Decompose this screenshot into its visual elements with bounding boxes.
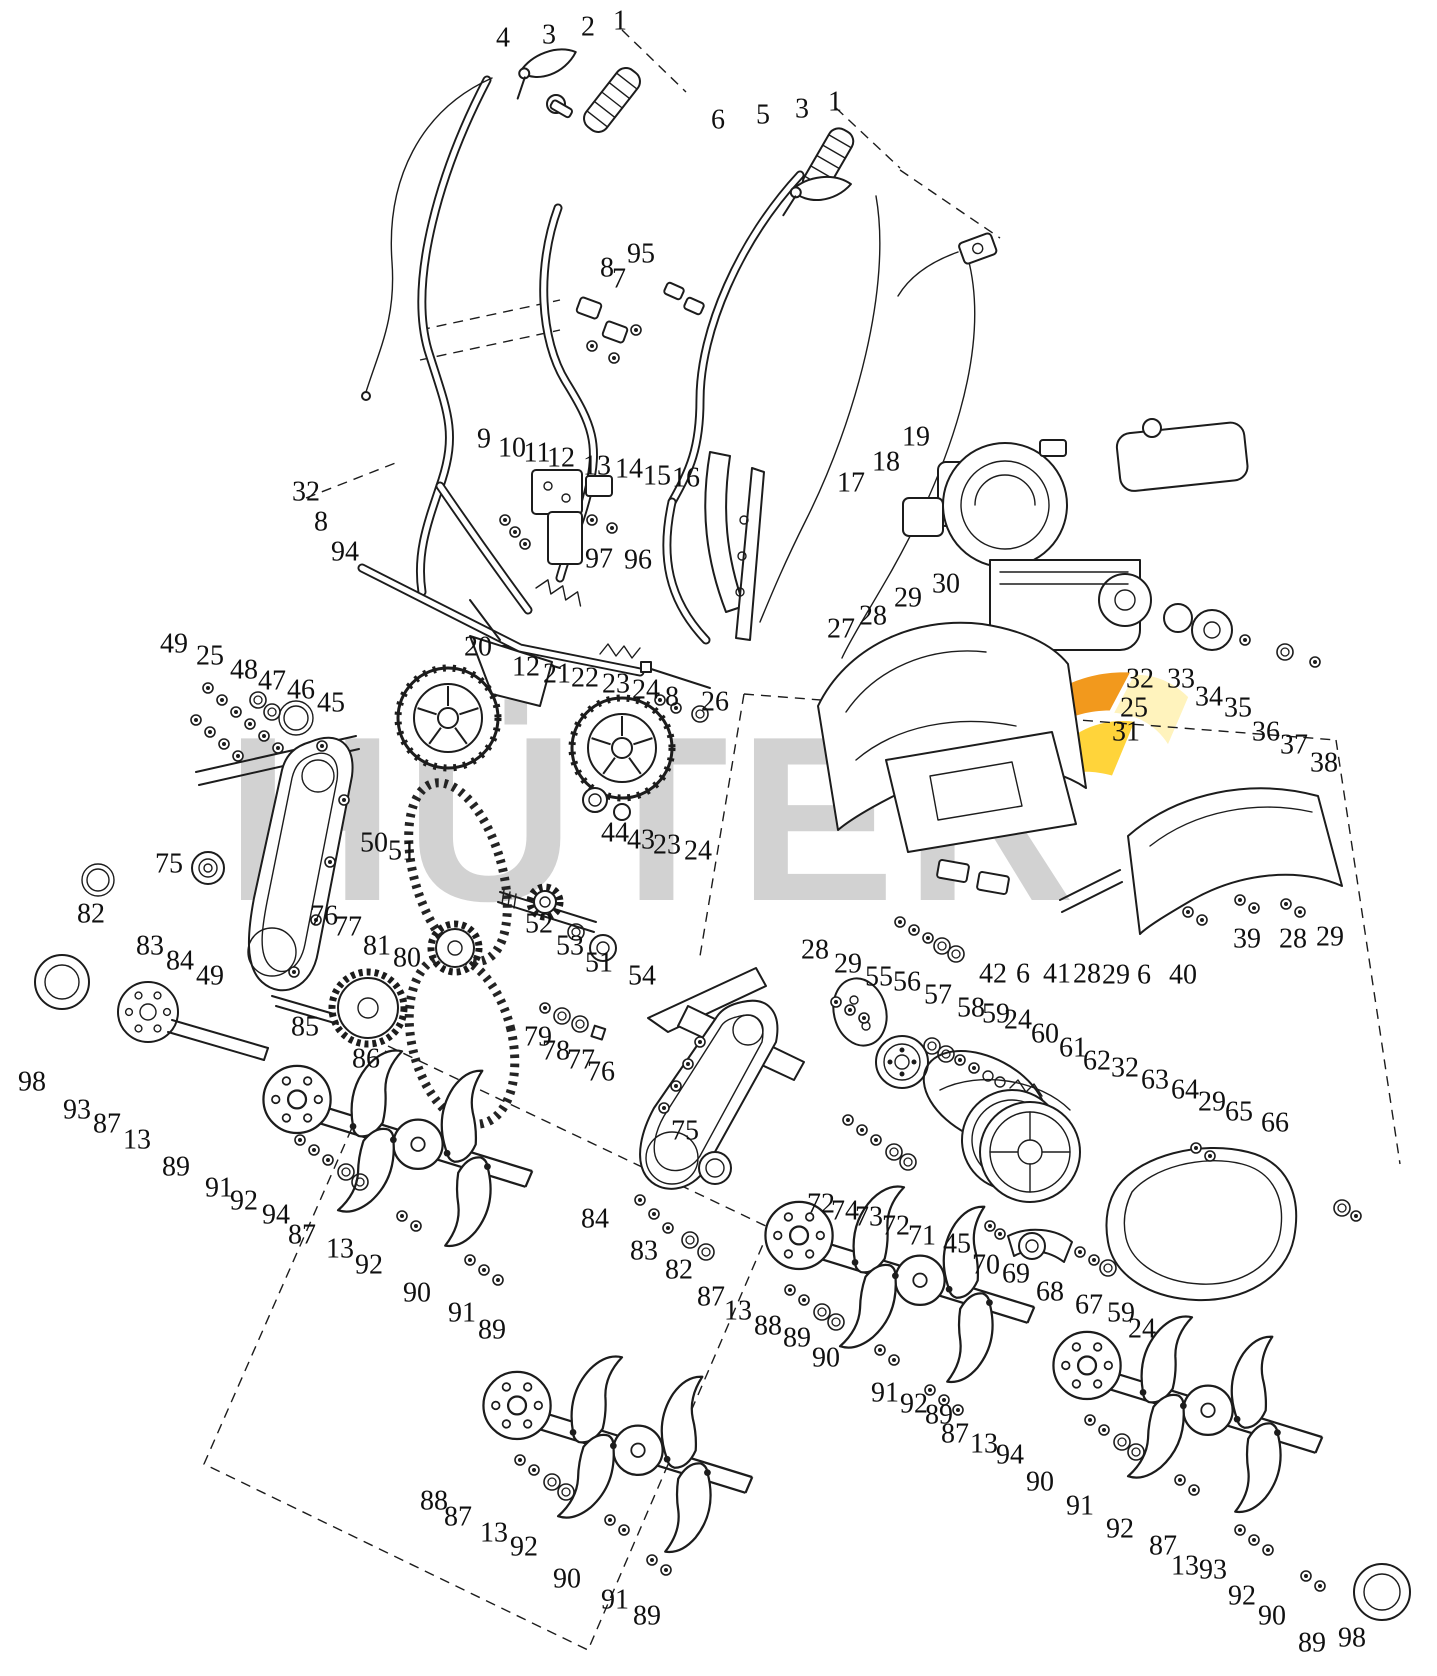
kill-switch (958, 232, 998, 265)
flanged-bearing-75 (191, 851, 225, 885)
engine-assembly (902, 418, 1321, 693)
seal-ring-82 (81, 863, 115, 897)
belt-drive (832, 977, 1362, 1302)
tine-assembly-4 (1053, 1313, 1322, 1516)
spring (535, 579, 582, 607)
pto-shaft (1098, 573, 1152, 627)
fuel-cap (1142, 418, 1162, 438)
handle-grip-left (583, 67, 641, 133)
throttle-lever-left (516, 48, 577, 100)
throttle-clamp (546, 94, 573, 119)
fuel-tank (1115, 421, 1249, 492)
throttle-cable-left (365, 77, 493, 393)
double-pulley-64 (961, 1089, 1081, 1203)
long-bolt-26 (599, 643, 711, 689)
deck-plate (885, 731, 1123, 913)
tine-assembly-3 (765, 1183, 1034, 1386)
depth-stake (704, 451, 765, 641)
end-ring-98-right (1353, 1563, 1411, 1621)
chain-case-upper (248, 736, 354, 992)
flanged-bearing-75-lower (698, 1151, 732, 1185)
sprocket-small-80 (427, 920, 483, 976)
sprocket-axle-52 (497, 883, 617, 962)
end-ring-98-left (34, 954, 90, 1010)
chain-drive (271, 778, 617, 1129)
fender-right (1127, 787, 1343, 935)
muffler (902, 497, 944, 537)
idler-bracket-68 (984, 1220, 1117, 1277)
throttle-lever-right (782, 175, 852, 217)
clutch-cover-plate (832, 977, 888, 1047)
throttle-cable-right (759, 195, 881, 623)
handlebar-assembly (357, 48, 998, 689)
clutch-drum-57 (875, 1035, 929, 1089)
upper-chain-case-group (81, 682, 360, 992)
sprocket-large-85 (271, 968, 408, 1048)
left-output-shaft (34, 954, 269, 1061)
handlebar-mount-bracket (531, 469, 613, 565)
roller-chain-upper (404, 778, 512, 966)
wheel-right (572, 698, 672, 798)
tine-assembly-2 (483, 1353, 752, 1556)
chain-case-lower (634, 999, 779, 1261)
transport-wheels (398, 599, 709, 821)
handlebar-clamps (499, 281, 705, 550)
wheel-bracket (469, 599, 553, 707)
clutch-cable (841, 257, 976, 659)
belt-cover-66 (1105, 1146, 1298, 1302)
wheel-left (398, 668, 498, 768)
belt-guide-63 (939, 1078, 1071, 1111)
spark-plug (1039, 439, 1067, 457)
o-ring-46 (278, 700, 314, 736)
